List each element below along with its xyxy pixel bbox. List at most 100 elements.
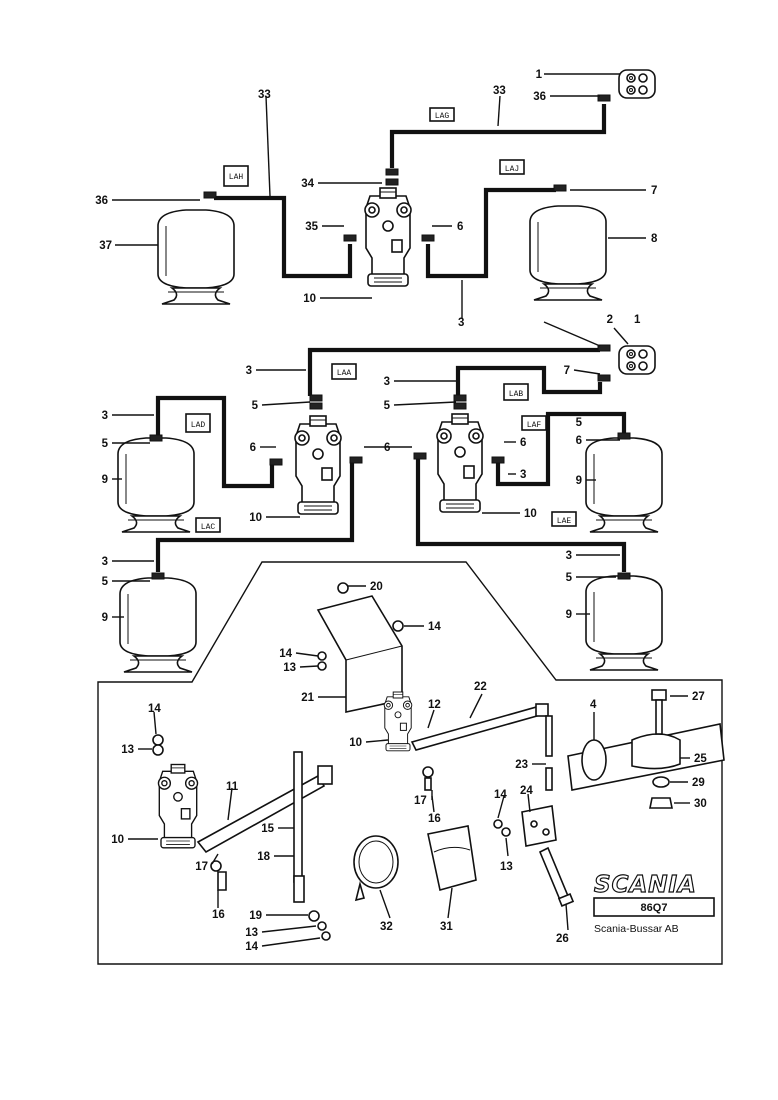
- svg-text:LAH: LAH: [229, 173, 244, 182]
- washer-14-left: [152, 734, 164, 746]
- fitting-34b: [385, 178, 399, 186]
- callout-5-lower-right: 5: [566, 572, 573, 584]
- bolt-head-27: [651, 689, 667, 701]
- callout-3-left-valve: 3: [246, 365, 252, 377]
- fitting-5-bellows-lower-right: [617, 572, 631, 580]
- svg-text:LAF: LAF: [527, 421, 542, 430]
- callout-35: 35: [305, 221, 318, 233]
- washer-29: [652, 776, 670, 788]
- callout-34: 34: [301, 178, 314, 190]
- callout-3-bellows-left: 3: [102, 410, 108, 422]
- hose-clamp-32: [353, 835, 399, 889]
- lever-joint: [535, 703, 549, 717]
- pipe-tag-laj: LAJ: [499, 159, 525, 175]
- callout-6-a: 6: [250, 442, 256, 454]
- callout-20: 20: [370, 581, 383, 593]
- callout-3-lower-right: 3: [566, 550, 572, 562]
- callout-3-right: 3: [520, 469, 526, 481]
- air-bellows-9-lower-left: [119, 577, 197, 673]
- callout-23: 23: [515, 759, 528, 771]
- nut-20: [337, 582, 349, 594]
- callout-3-lower-left: 3: [102, 556, 108, 568]
- bolt-26: [538, 846, 570, 902]
- callout-16-left: 16: [212, 909, 225, 921]
- fitting-5-right-valve-b: [453, 402, 467, 410]
- callout-15: 15: [261, 823, 274, 835]
- callout-9-lower-left: 9: [102, 612, 108, 624]
- callout-19: 19: [249, 910, 262, 922]
- rod-15: [293, 751, 303, 883]
- fitting-36-left: [203, 191, 217, 199]
- callout-29: 29: [692, 777, 705, 789]
- pipe-tag-lah: LAH: [223, 165, 249, 187]
- manufacturer-name: Scania-Bussar AB: [594, 923, 679, 935]
- title-block: SCANIA 86Q7 Scania-Bussar AB: [593, 871, 715, 935]
- callout-14-a: 14: [428, 621, 441, 633]
- washer-14-lower: [321, 931, 331, 941]
- callout-9-right: 9: [576, 475, 582, 487]
- fitting-6-top: [421, 234, 435, 242]
- callout-6-right: 6: [576, 435, 582, 447]
- svg-text:LAA: LAA: [337, 369, 352, 378]
- pipe-tag-laa: LAA: [331, 363, 357, 380]
- leveling-valve-left-detail: [157, 763, 199, 849]
- svg-text:LAD: LAD: [191, 421, 206, 430]
- callout-5-right-valve: 5: [384, 400, 391, 412]
- callout-7-mid: 7: [564, 365, 570, 377]
- air-bellows-9-lower-right: [585, 575, 663, 671]
- lever-arm-22: [410, 705, 546, 751]
- callout-37: 37: [99, 240, 112, 252]
- leveling-valve-right: [436, 413, 484, 513]
- mounting-plate-31: [427, 825, 477, 891]
- callout-5-right: 5: [576, 417, 583, 429]
- callout-22: 22: [474, 681, 487, 693]
- fitting-35: [343, 234, 357, 242]
- pipe-tag-lad: LAD: [185, 413, 211, 433]
- air-bellows-9-right: [585, 437, 663, 533]
- nut-17-detail: [422, 766, 434, 778]
- callout-10-left-valve: 10: [249, 512, 262, 524]
- callout-5-left-valve: 5: [252, 400, 259, 412]
- callout-1-mid: 1: [634, 314, 641, 326]
- callout-4: 4: [590, 699, 597, 711]
- callout-27: 27: [692, 691, 705, 703]
- callout-30: 30: [694, 798, 707, 810]
- nut-13-lower: [317, 921, 327, 931]
- callout-26: 26: [556, 933, 569, 945]
- callout-2: 2: [607, 314, 613, 326]
- callout-6-top: 6: [457, 221, 463, 233]
- detail-mounting-assembly: 20 14 14 13 21 12 22 4 27 14 13 10 11 23…: [111, 581, 725, 953]
- callout-5-bellows-left: 5: [102, 438, 109, 450]
- joint-19: [308, 910, 320, 922]
- nut-13-bracket: [501, 827, 511, 837]
- lever-arm-11: [196, 774, 326, 854]
- callout-5-lower-left: 5: [102, 576, 109, 588]
- callout-36-left: 36: [95, 195, 108, 207]
- callout-18: 18: [257, 851, 270, 863]
- fitting-6-a: [269, 458, 283, 466]
- fitting-6-b: [349, 456, 363, 464]
- nut-30: [649, 797, 673, 809]
- callout-14-d: 14: [494, 789, 507, 801]
- callout-31: 31: [440, 921, 453, 933]
- callout-13-c: 13: [500, 861, 513, 873]
- callout-10-detail: 10: [349, 737, 362, 749]
- fitting-5-left-valve-b: [309, 402, 323, 410]
- fitting-6-d: [491, 456, 505, 464]
- pipe-tag-lae: LAE: [551, 511, 577, 527]
- callout-10-right-valve: 10: [524, 508, 537, 520]
- callout-11: 11: [226, 781, 239, 793]
- callout-1-top: 1: [536, 69, 543, 81]
- callout-10-left-detail: 10: [111, 834, 124, 846]
- nut-13-left: [152, 744, 164, 756]
- callout-17-detail: 17: [414, 795, 427, 807]
- fitting-7-mid: [597, 374, 611, 382]
- middle-circuit: 2 1 7 3 5 3 5 3 5 6 6 6 9 10 6 5 3 9 10 …: [102, 314, 663, 673]
- fitting-5-bellows-right: [617, 432, 631, 440]
- callout-14-b: 14: [279, 648, 292, 660]
- svg-text:LAJ: LAJ: [505, 165, 519, 174]
- fitting-5-bellows-left: [149, 434, 163, 442]
- mounting-bracket-21: [316, 595, 403, 713]
- air-valve-block-1: [618, 69, 656, 99]
- leveling-valve-top: [364, 187, 412, 287]
